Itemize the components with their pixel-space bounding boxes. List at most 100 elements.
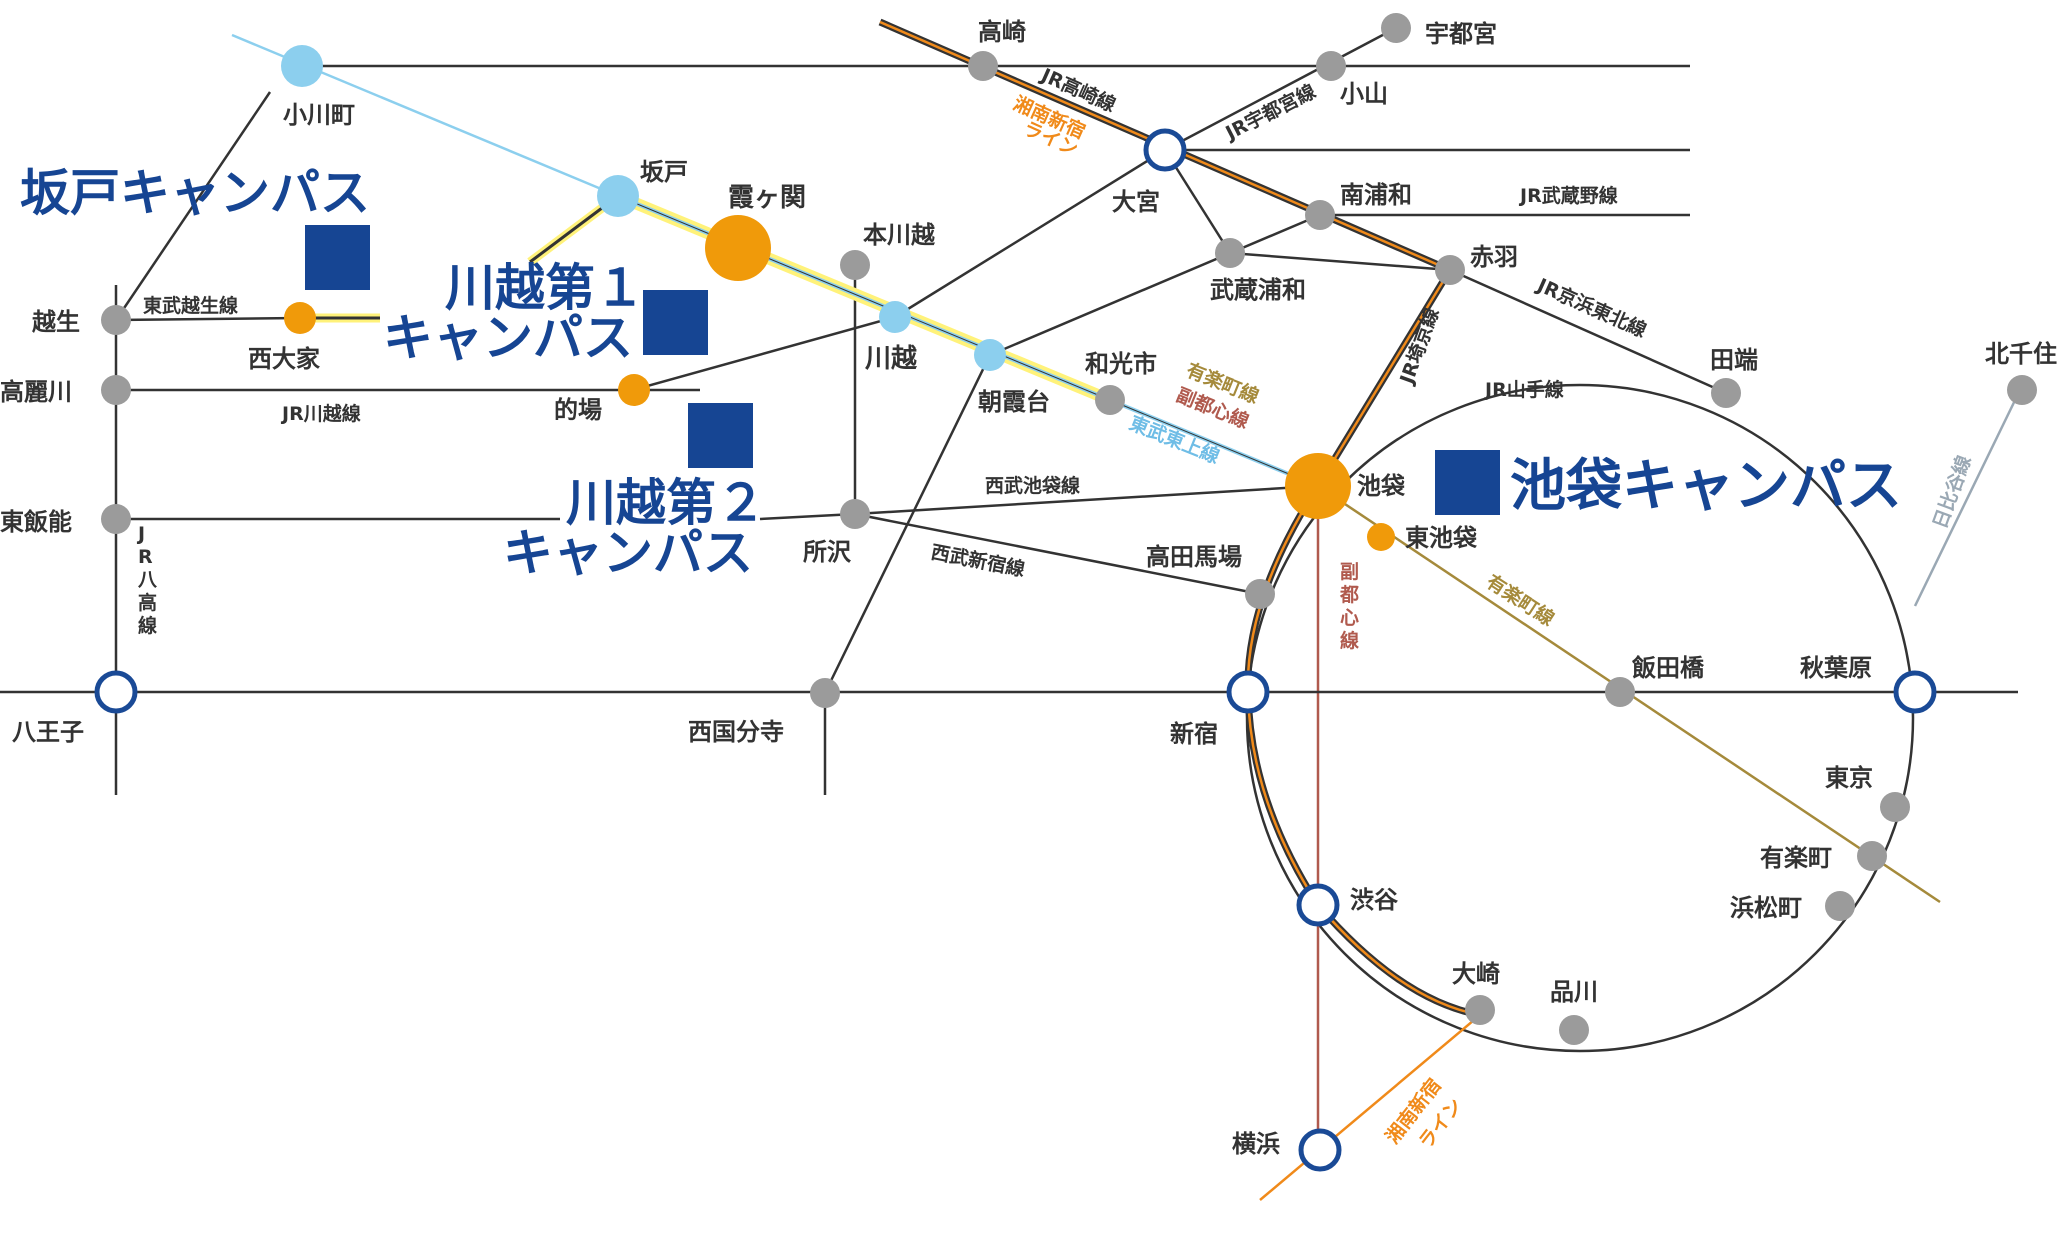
line-ogose-ogawamachi <box>114 91 272 321</box>
campus-label-ikebukuro[interactable]: 池袋キャンパス <box>1510 454 1902 519</box>
label-ogawamachi: 小川町 <box>283 101 355 129</box>
line-shonan-lower <box>1259 1014 1481 1201</box>
station-akihabara[interactable] <box>1893 670 1937 714</box>
line-label-fukutoshin-vertical: 副都心線 <box>1339 561 1359 652</box>
label-utsunomiya: 宇都宮 <box>1425 20 1497 48</box>
label-hachioji: 八王子 <box>12 718 84 746</box>
label-akihabara: 秋葉原 <box>1800 654 1872 682</box>
label-tabata: 田端 <box>1710 346 1758 374</box>
station-oyama[interactable] <box>1316 51 1346 81</box>
label-omiya: 大宮 <box>1112 188 1160 216</box>
station-matoba[interactable] <box>618 374 650 406</box>
campus-label-kawagoe1-line2[interactable]: キャンパス <box>383 309 633 367</box>
station-wakoshi[interactable] <box>1095 385 1125 415</box>
label-kitasenju: 北千住 <box>1985 340 2057 368</box>
line-label-seibu-shinjuku: 西武新宿線 <box>929 540 1027 581</box>
label-komagawa: 高麗川 <box>0 378 72 406</box>
line-keihin-tohoku <box>1449 268 1727 395</box>
line-label-hibiya: 日比谷線 <box>1928 452 1976 531</box>
station-hamamatsucho[interactable] <box>1825 891 1855 921</box>
label-wakoshi: 和光市 <box>1085 350 1157 378</box>
station-takasaki[interactable] <box>968 51 998 81</box>
line-utsunomiya <box>1164 26 1397 152</box>
label-osaki: 大崎 <box>1452 960 1500 988</box>
station-tokyo[interactable] <box>1880 792 1910 822</box>
station-yurakucho[interactable] <box>1857 841 1887 871</box>
label-ikebukuro: 池袋 <box>1357 472 1406 500</box>
line-label-jr-musashino: JR武蔵野線 <box>1518 184 1618 207</box>
station-shibuya[interactable] <box>1296 883 1340 927</box>
station-iidabashi[interactable] <box>1605 677 1635 707</box>
campus-label-kawagoe2-line1[interactable]: 川越第２ <box>566 474 766 532</box>
campus-markers <box>305 225 1500 515</box>
rail-lines <box>0 18 2022 1201</box>
line-omiya-kawagoe <box>894 148 1166 319</box>
line-musashiurawa-akabane <box>1229 251 1451 272</box>
label-oyama: 小山 <box>1340 80 1388 108</box>
station-akabane[interactable] <box>1435 255 1465 285</box>
label-shinjuku: 新宿 <box>1170 720 1218 748</box>
campus-marker-kawagoe1[interactable] <box>643 290 708 355</box>
label-hamamatsucho: 浜松町 <box>1730 894 1802 922</box>
campus-marker-kawagoe2[interactable] <box>688 403 753 468</box>
station-yokohama[interactable] <box>1298 1128 1342 1172</box>
line-musashino-west <box>989 213 1321 357</box>
label-sakado: 坂戸 <box>640 158 688 186</box>
station-ogawamachi[interactable] <box>281 45 323 87</box>
station-higashi-hanno[interactable] <box>101 504 131 534</box>
station-nishikokubunji[interactable] <box>810 678 840 708</box>
station-motokawagoe[interactable] <box>840 250 870 280</box>
line-jr-kawagoe-east <box>632 315 896 392</box>
line-label-jr-kawagoe: JR川越線 <box>280 402 361 425</box>
line-saikyo-shonan <box>1316 269 1452 487</box>
campus-label-sakado[interactable]: 坂戸キャンパス <box>20 164 370 222</box>
label-motokawagoe: 本川越 <box>863 221 936 249</box>
line-seibu-ikebukuro-east <box>854 484 1319 516</box>
station-osaki[interactable] <box>1465 995 1495 1025</box>
station-tabata[interactable] <box>1711 378 1741 408</box>
station-kitasenju[interactable] <box>2007 375 2037 405</box>
line-hibiya <box>1913 389 2022 607</box>
station-takadanobaba[interactable] <box>1245 579 1275 609</box>
label-kasumigaseki: 霞ヶ関 <box>728 183 806 213</box>
station-nishi-oya[interactable] <box>284 302 316 334</box>
line-seibu-ikebukuro-mid <box>759 512 856 521</box>
station-minami-urawa[interactable] <box>1305 200 1335 230</box>
station-hachioji[interactable] <box>94 670 138 714</box>
label-takadanobaba: 高田馬場 <box>1146 543 1242 571</box>
line-seibu-shinjuku <box>854 512 1261 596</box>
station-komagawa[interactable] <box>101 375 131 405</box>
label-nishikokubunji: 西国分寺 <box>688 718 784 746</box>
campus-label-kawagoe1-line1[interactable]: 川越第１ <box>445 259 645 317</box>
label-akabane: 赤羽 <box>1470 243 1518 271</box>
label-kawagoe: 川越 <box>865 344 918 374</box>
campus-marker-sakado[interactable] <box>305 225 370 290</box>
station-higashi-ikebukuro[interactable] <box>1367 523 1395 551</box>
label-shibuya: 渋谷 <box>1350 886 1399 914</box>
label-musashi-urawa: 武蔵浦和 <box>1210 276 1306 304</box>
label-ogose: 越生 <box>32 308 80 336</box>
station-tokorozawa[interactable] <box>840 499 870 529</box>
line-tobu-ogose <box>115 316 301 322</box>
label-iidabashi: 飯田橋 <box>1631 654 1705 682</box>
station-kawagoe[interactable] <box>879 301 911 333</box>
label-yurakucho: 有楽町 <box>1760 844 1832 872</box>
station-labels: 小川町 坂戸 霞ヶ関 本川越 川越 朝霞台 和光市 池袋 東池袋 高崎 宇都宮 … <box>0 18 2057 1158</box>
station-ikebukuro[interactable] <box>1285 453 1351 519</box>
station-ogose[interactable] <box>101 305 131 335</box>
station-asakadai[interactable] <box>974 339 1006 371</box>
label-minami-urawa: 南浦和 <box>1340 181 1412 209</box>
campus-marker-ikebukuro[interactable] <box>1435 450 1500 515</box>
label-yokohama: 横浜 <box>1232 1130 1280 1158</box>
campus-label-kawagoe2-line2[interactable]: キャンパス <box>503 524 753 582</box>
station-musashi-urawa[interactable] <box>1215 238 1245 268</box>
station-shinjuku[interactable] <box>1226 670 1270 714</box>
station-kasumigaseki[interactable] <box>705 215 771 281</box>
label-shinagawa: 品川 <box>1550 978 1598 1006</box>
label-higashi-ikebukuro: 東池袋 <box>1405 524 1478 552</box>
station-omiya[interactable] <box>1143 128 1187 172</box>
station-utsunomiya[interactable] <box>1381 13 1411 43</box>
station-sakado[interactable] <box>597 175 639 217</box>
station-shinagawa[interactable] <box>1559 1015 1589 1045</box>
